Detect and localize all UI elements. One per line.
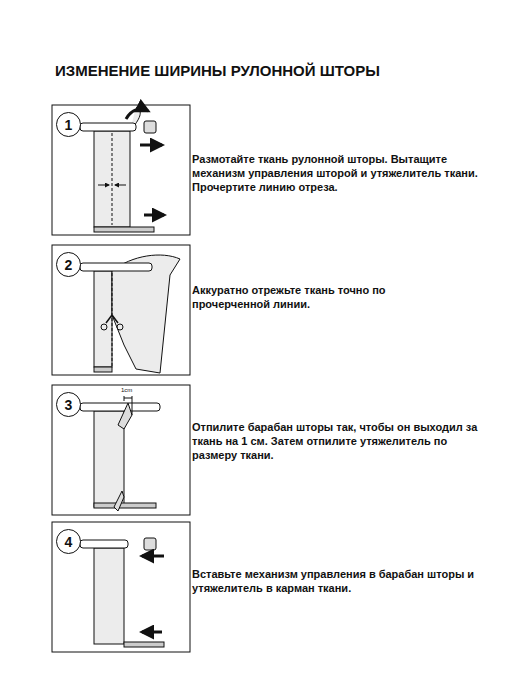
instruction-text: Отпилите барабан шторы так, чтобы он вых… <box>192 420 492 462</box>
step-number: 3 <box>56 392 81 417</box>
step-number: 4 <box>56 529 81 554</box>
instruction-text: Вставьте механизм управления в барабан ш… <box>192 567 482 595</box>
step-illustration <box>52 385 190 515</box>
callout-number: 2 <box>65 258 73 272</box>
page-title: ИЗМЕНЕНИЕ ШИРИНЫ РУЛОННОЙ ШТОРЫ <box>55 62 380 79</box>
callout-number: 1 <box>65 118 73 132</box>
step-number: 2 <box>56 252 81 277</box>
step-number: 1 <box>56 112 81 137</box>
step-illustration <box>52 105 190 235</box>
callout-number: 4 <box>65 535 73 549</box>
callout-number: 3 <box>65 398 73 412</box>
step-illustration <box>52 245 190 375</box>
instruction-text: Размотайте ткань рулонной шторы. Вытащит… <box>192 152 492 194</box>
instruction-text: Аккуратно отрежьте ткань точно по прочер… <box>192 283 442 311</box>
dimension-label: 1cm <box>121 387 132 394</box>
step-illustration <box>52 522 190 652</box>
